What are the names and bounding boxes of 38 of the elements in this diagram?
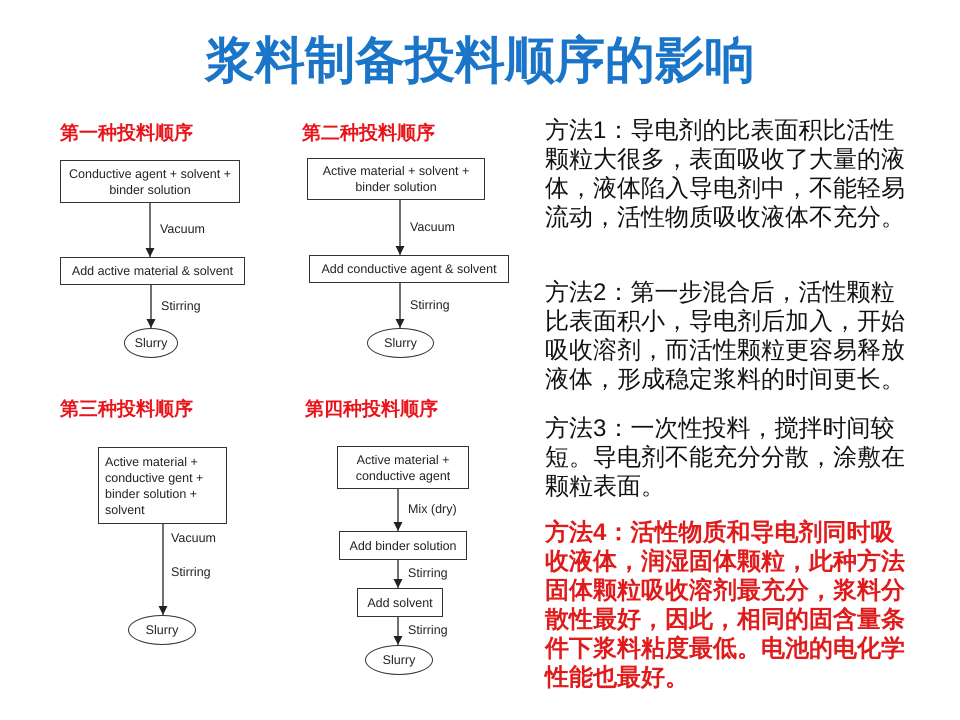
terminal-ellipse: Slurry [365,645,433,675]
edge-label: Stirring [408,623,448,637]
section-heading: 第四种投料顺序 [305,398,438,422]
arrow [394,560,402,588]
slide-title: 浆料制备投料顺序的影响 [203,31,756,90]
arrow [396,283,404,328]
terminal-ellipse: Slurry [367,328,434,358]
edge-label: Stirring [410,298,450,312]
arrow [394,489,402,531]
arrow [146,285,156,328]
process-box: Add solvent [357,588,443,617]
edge-label: Vacuum [171,531,216,545]
paragraph: 方法3：一次性投料，搅拌时间较短。导电剂不能充分分散，涂敷在颗粒表面。 [545,414,906,501]
section-heading: 第一种投料顺序 [60,122,193,146]
section-heading: 第二种投料顺序 [302,122,435,146]
arrow [394,617,402,645]
process-box: Add conductive agent & solvent [309,255,509,283]
terminal-ellipse: Slurry [124,328,178,358]
section-heading: 第三种投料顺序 [60,398,193,422]
process-box: Active material + solvent + binder solution [307,158,485,200]
edge-label: Mix (dry) [408,502,457,516]
paragraph: 方法1：导电剂的比表面积比活性颗粒大很多，表面吸收了大量的液体，液体陷入导电剂中，不能轻易流动，活性物质吸收液体不充分。 [545,116,906,232]
process-box: Active material + conductive gent + binder solution + solvent [98,447,227,524]
process-label: Stirring [171,565,211,579]
arrow [158,524,168,615]
edge-label: Vacuum [410,220,455,234]
edge-label: Stirring [161,298,201,312]
arrow [146,203,154,257]
edge-label: Vacuum [160,222,205,236]
edge-label: Stirring [408,566,448,580]
process-box: Add binder solution [339,531,467,560]
process-box: Conductive agent + solvent + binder solution [60,160,240,203]
paragraph: 方法2：第一步混合后，活性颗粒比表面积小，导电剂后加入，开始吸收溶剂，而活性颗粒更容易释放液体，形成稳定浆料的时间更长。 [545,278,906,394]
process-box: Active material + conductive agent [337,446,469,489]
process-box: Add active material & solvent [60,257,245,285]
terminal-ellipse: Slurry [128,615,196,645]
arrow [396,200,404,255]
paragraph: 方法4：活性物质和导电剂同时吸收液体，润湿固体颗粒，此种方法固体颗粒吸收溶剂最充分，浆料分散性最好，因此，相同的固含量条件下浆料粘度最低。电池的电化学性能也最好。 [545,518,906,692]
